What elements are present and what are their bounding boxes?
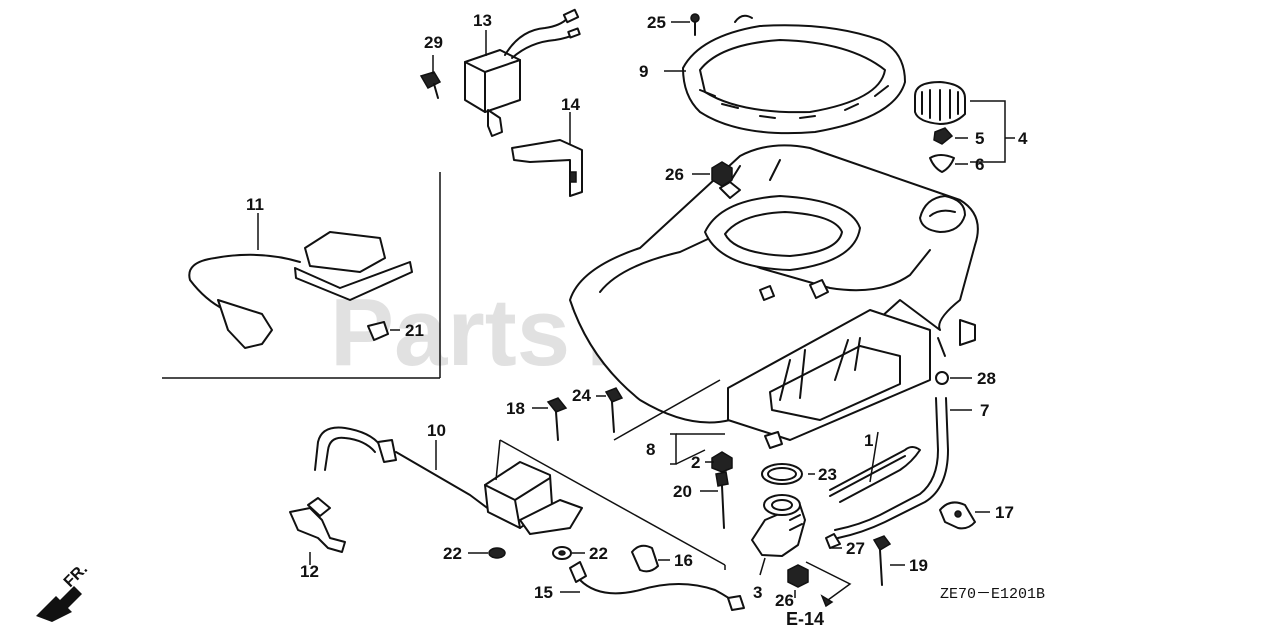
- label-3: 3: [753, 583, 762, 602]
- part-clamp-16[interactable]: [631, 544, 659, 573]
- part-joint-3[interactable]: [751, 494, 806, 557]
- label-15: 15: [534, 583, 553, 602]
- label-29: 29: [424, 33, 443, 52]
- part-recoil-cover[interactable]: [682, 14, 906, 135]
- part-washer-22-left[interactable]: [488, 547, 506, 559]
- part-oil-filler-cap[interactable]: [914, 81, 966, 173]
- diagram-code: ZE70－E1201B: [940, 586, 1045, 603]
- label-9: 9: [639, 62, 648, 81]
- label-26-upper: 26: [665, 165, 684, 184]
- part-bolt-25[interactable]: [690, 13, 700, 36]
- part-o-ring-23[interactable]: [761, 463, 803, 485]
- leader-lines: [257, 21, 1015, 608]
- part-bolt-19[interactable]: [872, 535, 892, 586]
- label-1: 1: [864, 431, 873, 450]
- part-wire-15[interactable]: [569, 561, 745, 611]
- label-12: 12: [300, 562, 319, 581]
- part-hose-7[interactable]: [834, 397, 949, 539]
- label-16: 16: [674, 551, 693, 570]
- label-6: 6: [975, 155, 984, 174]
- part-nut-26-upper[interactable]: [711, 161, 733, 187]
- part-ignition-coil[interactable]: [188, 231, 413, 349]
- label-26-lower: 26: [775, 591, 794, 610]
- reference-e14[interactable]: E-14: [786, 609, 824, 629]
- label-25: 25: [647, 13, 666, 32]
- label-7: 7: [980, 401, 989, 420]
- arrow-fr-icon: [36, 586, 82, 622]
- label-2: 2: [691, 453, 700, 472]
- part-clip-27[interactable]: [825, 533, 841, 549]
- part-ignition-wire-10[interactable]: [314, 426, 491, 511]
- part-bolt-24[interactable]: [604, 387, 624, 433]
- label-14: 14: [561, 95, 580, 114]
- label-18: 18: [506, 399, 525, 418]
- part-washer-22-right[interactable]: [552, 546, 572, 560]
- label-13: 13: [473, 11, 492, 30]
- part-bolt-18[interactable]: [546, 397, 568, 441]
- direction-label: FR.: [61, 561, 91, 591]
- part-ignition-coil-lower[interactable]: [484, 461, 583, 535]
- label-10: 10: [427, 421, 446, 440]
- part-stud-20[interactable]: [715, 471, 729, 529]
- part-fan-shroud[interactable]: [569, 144, 979, 449]
- part-clip-28[interactable]: [935, 371, 949, 385]
- label-24: 24: [572, 386, 591, 405]
- part-bolt-29[interactable]: [419, 71, 442, 99]
- label-28: 28: [977, 369, 996, 388]
- part-nut-26-lower[interactable]: [787, 564, 809, 588]
- label-22-left: 22: [443, 544, 462, 563]
- label-5: 5: [975, 129, 984, 148]
- part-nut-2[interactable]: [711, 451, 733, 473]
- label-11: 11: [246, 195, 264, 214]
- part-ignition-module[interactable]: [464, 8, 581, 137]
- part-clamp-17[interactable]: [939, 501, 976, 530]
- label-27: 27: [846, 539, 865, 558]
- label-20: 20: [673, 482, 692, 501]
- section-divider: [162, 172, 441, 379]
- label-22-right: 22: [589, 544, 608, 563]
- callout-labels: 13 25 29 9 14 5 4 6 26 11 21 28 24 18 7 …: [246, 11, 1028, 610]
- part-fuel-line-1[interactable]: [829, 446, 921, 503]
- label-8: 8: [646, 440, 655, 459]
- part-spark-plug-12[interactable]: [289, 497, 346, 553]
- part-grommet-21[interactable]: [367, 321, 389, 341]
- label-21: 21: [405, 321, 424, 340]
- label-19: 19: [909, 556, 928, 575]
- label-17: 17: [995, 503, 1014, 522]
- label-23: 23: [818, 465, 837, 484]
- part-bracket-14[interactable]: [511, 139, 583, 197]
- label-4: 4: [1018, 129, 1028, 148]
